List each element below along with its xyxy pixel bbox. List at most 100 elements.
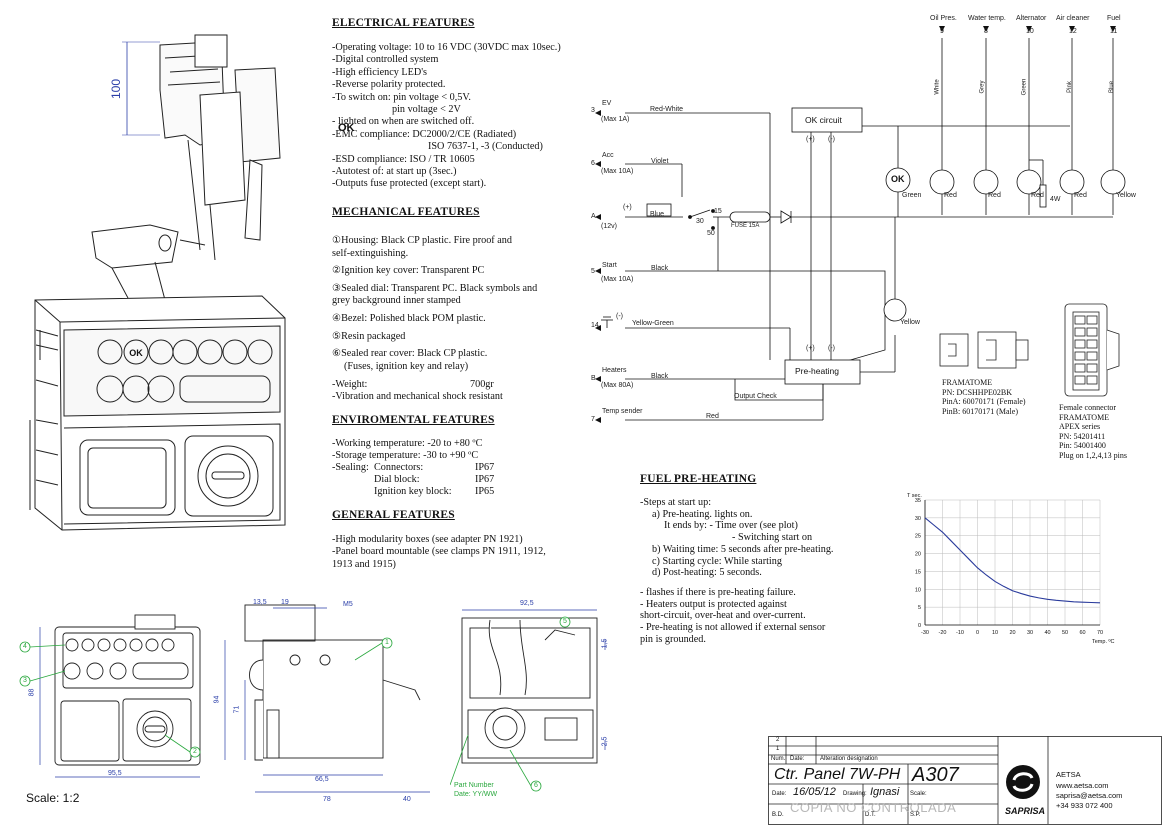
female-line-6: Plug on 1,2,4,13 pins <box>1059 450 1128 460</box>
chart-y-tick-label: 0 <box>918 623 921 629</box>
chart-x-axis-label: Temp. ºC <box>1092 638 1115 645</box>
top-label-alternator: Alternator <box>1016 15 1047 22</box>
female-line-2: FRAMATOME <box>1059 412 1110 422</box>
environmental-features-title: ENVIROMENTAL FEATURES <box>332 414 495 426</box>
pin-b-wire: Black <box>651 373 669 380</box>
date-format-label: Date: YY/WW <box>454 791 498 798</box>
callout-5: 5 <box>563 618 567 625</box>
ok-minus: (-) <box>828 136 835 143</box>
electrical-line-10: -ESD compliance: ISO / TR 10605 <box>332 153 475 165</box>
pin-5: 5 <box>591 268 595 275</box>
chart-y-tick-label: 20 <box>915 552 921 558</box>
fuse-label: FUSE 15A <box>731 223 760 229</box>
preheat-line-12: pin is grounded. <box>640 633 706 645</box>
pin-3: 3 <box>591 107 595 114</box>
preheat-line-2: a) Pre-heating. lights on. <box>652 508 753 520</box>
saprisa-brand: SAPRISA <box>1005 806 1046 816</box>
pin-a-wire: Blue <box>650 211 665 218</box>
isometric-product-drawing: OK <box>29 34 286 531</box>
svg-text:OK: OK <box>129 348 143 358</box>
electrical-line-7: - lighted on when are switched off. <box>332 116 475 128</box>
electrical-line-6: pin voltage < 2V <box>392 104 461 116</box>
chart-series-line <box>924 517 1101 604</box>
preheat-line-6: c) Starting cycle: While starting <box>652 555 782 567</box>
framatome-line-4: PinB: 60170171 (Male) <box>942 406 1018 416</box>
dt-label: D.T. <box>865 812 876 818</box>
pin-3-sub: (Max 1A) <box>601 116 630 123</box>
dim-95-5: 95,5 <box>108 770 122 777</box>
general-line-2: -Panel board mountable (see clamps PN 19… <box>332 546 546 558</box>
vibration-line: -Vibration and mechanical shock resistan… <box>332 391 503 402</box>
title-block-frame <box>768 736 1162 825</box>
chart-x-tick-label: 30 <box>1027 630 1033 636</box>
preheat-line-5: b) Waiting time: 5 seconds after pre-hea… <box>652 543 834 555</box>
wire-grey: Grey <box>979 80 986 94</box>
drawing-value: Ignasi <box>870 786 900 798</box>
pin-6-name: Acc <box>602 152 614 159</box>
wire-pink: Pink <box>1066 81 1073 93</box>
pin-5-name: Start <box>602 262 617 269</box>
female-line-1: Female connector <box>1059 403 1117 412</box>
battery-plus: (+) <box>623 204 632 211</box>
general-line-1: -High modularity boxes (see adapter PN 1… <box>332 534 523 545</box>
dim-78: 78 <box>323 796 331 803</box>
callout-4: 4 <box>23 643 27 650</box>
top-pin-11: 11 <box>1110 28 1118 35</box>
preheat-line-1: -Steps at start up: <box>640 497 712 508</box>
wire-green: Green <box>1021 78 1028 96</box>
dim-1-5: 1,5 <box>601 638 609 649</box>
uncontrolled-copy-watermark: COPIA NO CONTROLADA <box>790 800 957 815</box>
pin-6-sub: (Max 10A) <box>601 168 634 175</box>
fuel-preheating-title: FUEL PRE-HEATING <box>640 473 757 485</box>
general-features-title: GENERAL FEATURES <box>332 509 455 521</box>
sealing-value-3: IP65 <box>475 486 495 497</box>
num-label: Num. <box>771 756 786 762</box>
dim-92-5: 92,5 <box>520 600 534 607</box>
ok-plus: (+) <box>806 136 815 143</box>
mechanical-line-7: ⑤Resin packaged <box>332 330 406 342</box>
weight-label: -Weight: <box>332 379 368 390</box>
framatome-line-2: PN: DCSHHPE02BK <box>942 387 1013 397</box>
dim-m5: M5 <box>343 601 353 608</box>
wire-blue: Blue <box>1109 80 1116 94</box>
chart-y-tick-label: 25 <box>915 534 921 540</box>
framatome-line-1: FRAMATOME <box>942 378 993 387</box>
dim-88: 88 <box>28 688 36 697</box>
electrical-line-4: -Reverse polarity protected. <box>332 79 446 91</box>
date-field-value: 16/05/12 <box>793 786 836 798</box>
pin-7-name: Temp sender <box>602 408 643 415</box>
general-line-3: 1913 and 1915) <box>332 558 396 570</box>
drawing-code: A307 <box>912 764 959 786</box>
storage-temperature: -Storage temperature: -30 to +90 ºC <box>332 450 479 461</box>
mechanical-line-4: ③Sealed dial: Transparent PC. Black symb… <box>332 282 538 294</box>
scale-label: Scale: 1:2 <box>26 791 80 805</box>
top-pin-9: 9 <box>940 28 944 35</box>
preheat-line-7: d) Post-heating: 5 seconds. <box>652 567 762 579</box>
wiring-diagram <box>595 26 1126 423</box>
pin-5-wire: Black <box>651 265 669 272</box>
pre-heating-box: Pre-heating <box>795 366 839 376</box>
dim-94: 94 <box>213 695 221 704</box>
preheat-lamp-color: Yellow <box>900 319 920 326</box>
chart-y-tick-label: 5 <box>918 605 921 611</box>
framatome-connector-drawing <box>939 331 1029 369</box>
lamp-color-red-4: Red <box>1074 192 1087 199</box>
top-pin-10: 10 <box>1026 28 1034 35</box>
preheat-line-9: - Heaters output is protected against <box>640 598 787 610</box>
mechanical-features-title: MECHANICAL FEATURES <box>332 206 480 218</box>
preheat-line-8: - flashes if there is pre-heating failur… <box>640 586 796 598</box>
part-number-label: Part Number <box>454 782 494 789</box>
pin-5-sub: (Max 10A) <box>601 276 634 283</box>
ok-symbol: OK <box>338 122 355 134</box>
chart-x-tick-label: 60 <box>1079 630 1085 636</box>
company-name: AETSA <box>1056 770 1081 779</box>
pin-6: 6 <box>591 160 595 167</box>
callout-1: 1 <box>385 639 389 646</box>
alteration-label: Alteration designation <box>820 756 878 762</box>
side-view-drawing <box>224 604 430 793</box>
lamp-color-green: Green <box>902 192 922 199</box>
chart-x-tick-label: 0 <box>976 630 979 636</box>
sealing-value-1: IP67 <box>475 462 495 473</box>
chart-x-tick-label: -30 <box>921 630 929 636</box>
